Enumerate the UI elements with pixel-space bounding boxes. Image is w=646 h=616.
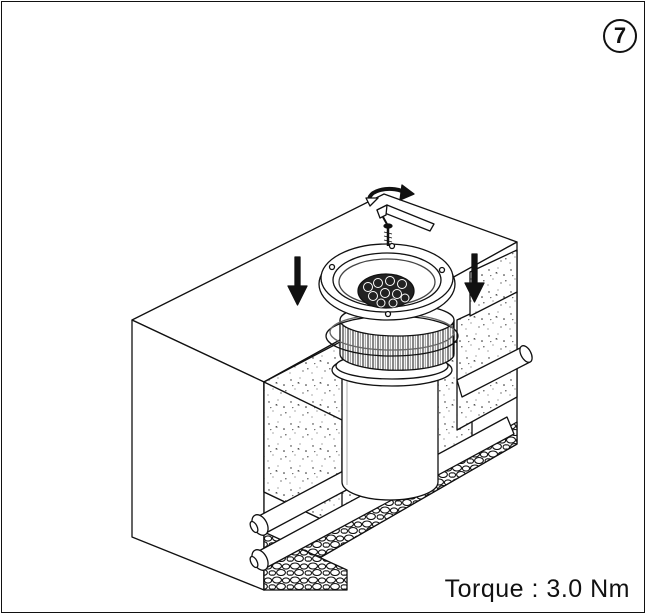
lower-arrow-right: [464, 253, 485, 303]
led-lenses: [363, 276, 410, 308]
rotation-arrow: [365, 184, 415, 207]
torque-caption: Torque : 3.0 Nm: [444, 575, 630, 603]
housing-sleeve: [341, 374, 439, 501]
lower-arrow-left: [287, 256, 308, 306]
hex-key: [376, 204, 435, 232]
step-number-badge: 7: [603, 19, 637, 53]
